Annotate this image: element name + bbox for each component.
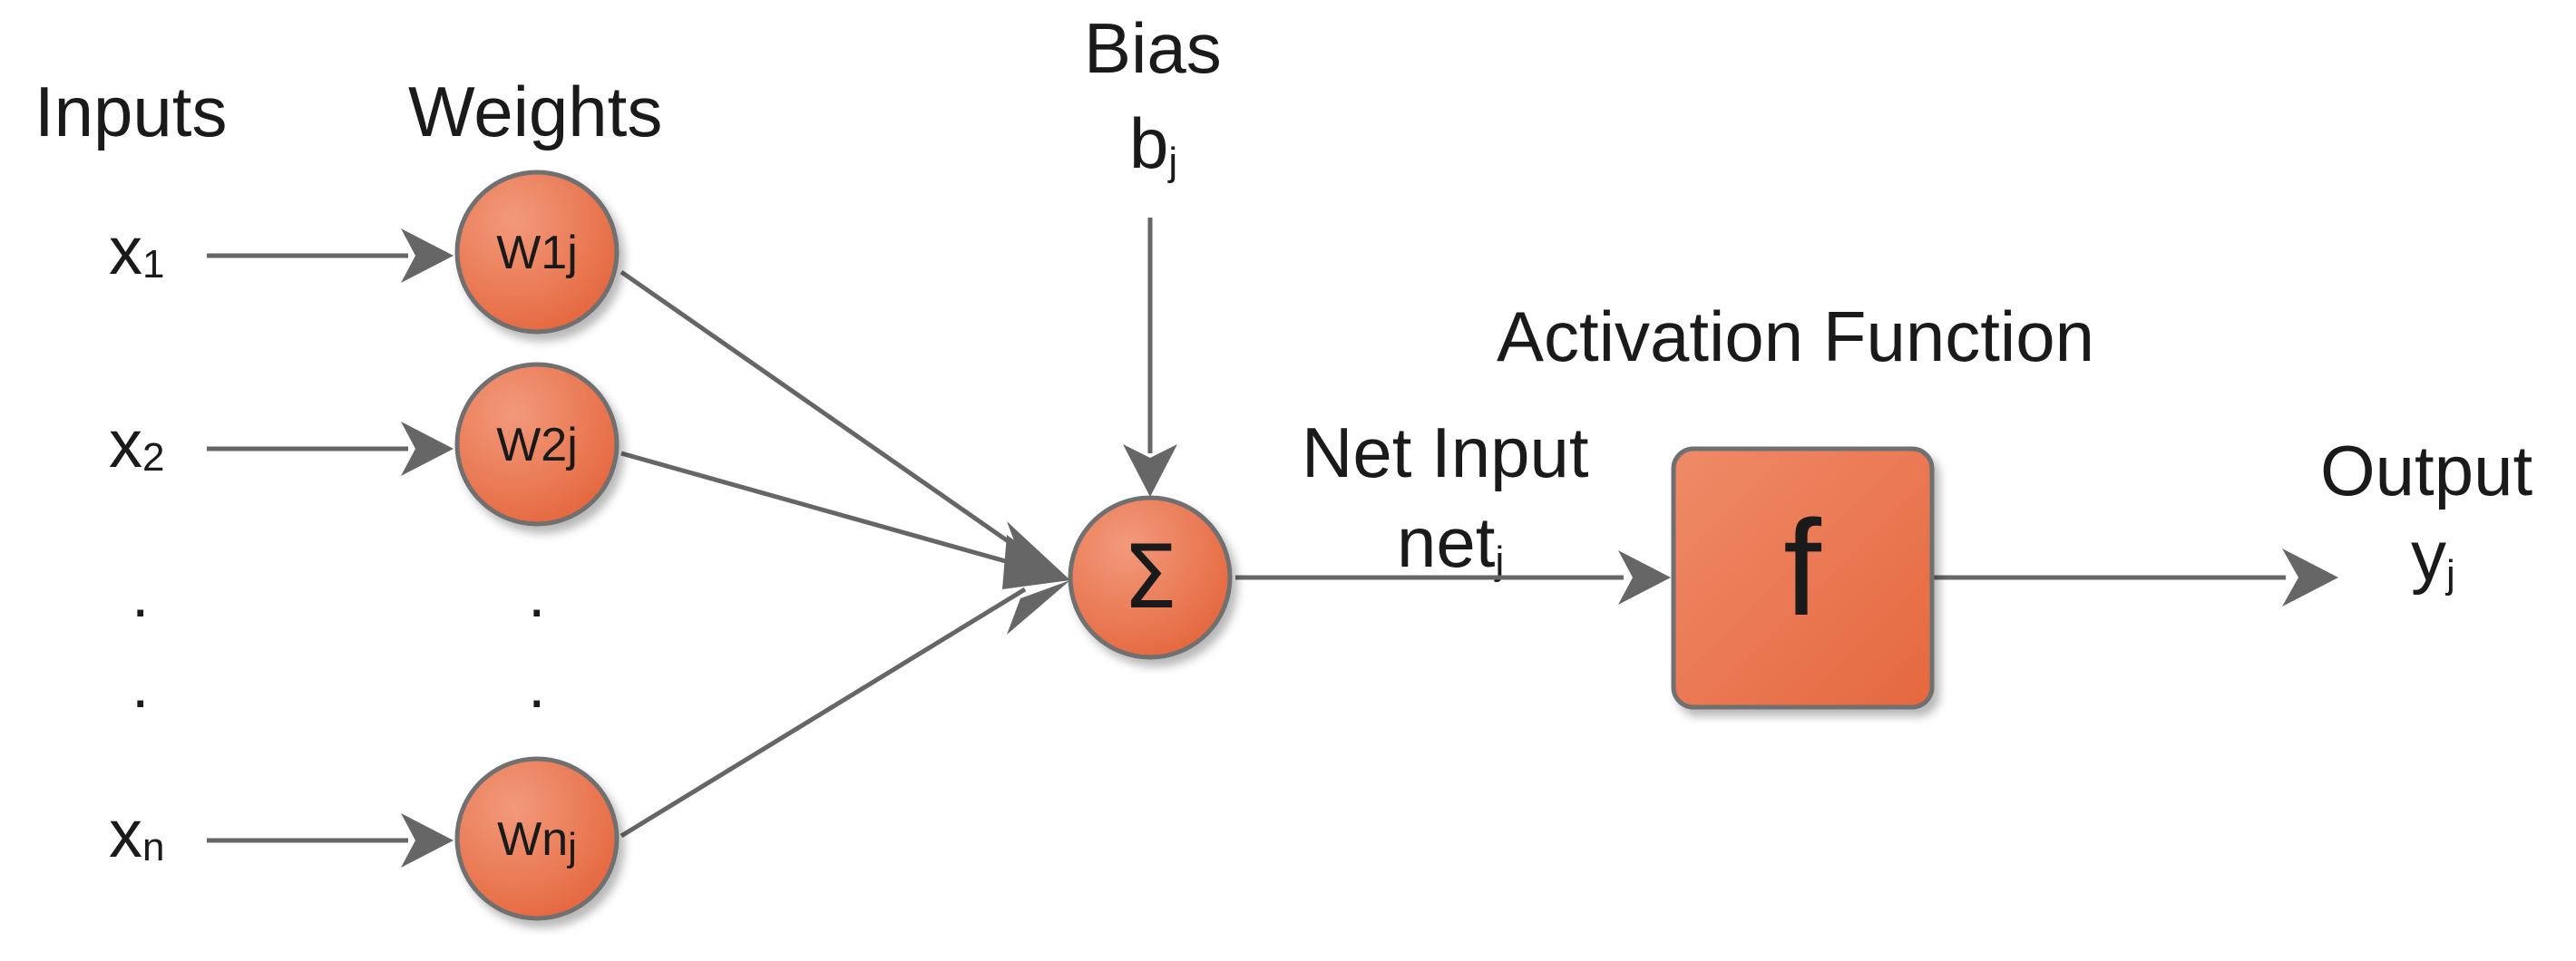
input-arrows — [207, 228, 454, 868]
input-x2: x2 — [109, 406, 164, 481]
input-ellipsis-dot-2: . — [132, 650, 149, 721]
weight-circle-w2 — [454, 362, 620, 527]
weight-circle-w1 — [454, 170, 620, 335]
weight-label-w1: W1j — [496, 227, 578, 279]
bias-symbol: bj — [1129, 103, 1177, 184]
input-x1: x1 — [109, 213, 164, 288]
weight-arrows — [620, 269, 1070, 839]
activation-rect — [1671, 446, 1935, 710]
net-arrow — [1235, 550, 1671, 605]
arrowhead-xn — [401, 813, 454, 868]
net-input-label: Net Input — [1302, 413, 1589, 492]
output-arrow — [1930, 548, 2338, 607]
output-label: Output — [2320, 431, 2532, 510]
weight-ellipsis-dot-1: . — [528, 559, 545, 630]
activation-label: Activation Function — [1497, 296, 2094, 376]
weight-node-w2 — [454, 362, 620, 527]
arrowhead-sum-top — [1007, 521, 1070, 580]
weight-node-wn — [454, 756, 620, 921]
sum-symbol: Σ — [1123, 527, 1178, 628]
weight-label-wn: Wnj — [497, 813, 577, 869]
net-symbol: netj — [1397, 502, 1504, 583]
arrow-w2-sum — [620, 451, 1026, 569]
bias-label: Bias — [1084, 8, 1222, 88]
net-arrowhead — [1618, 550, 1671, 605]
input-xn: xn — [109, 796, 164, 871]
bias-arrowhead — [1123, 444, 1177, 497]
arrowhead-x1 — [401, 228, 454, 283]
arrowhead-sum-bottom — [1007, 580, 1070, 635]
arrowhead-sum-mid — [1002, 535, 1070, 589]
arrowhead-x2 — [401, 422, 454, 476]
weight-circle-wn — [454, 756, 620, 921]
sum-node — [1068, 495, 1233, 660]
bias-arrow — [1123, 218, 1177, 497]
arrow-wn-sum — [620, 587, 1027, 839]
weight-node-w1 — [454, 170, 620, 335]
weight-label-w2: W2j — [496, 419, 578, 471]
activation-symbol: f — [1783, 491, 1821, 644]
inputs-label: Inputs — [34, 72, 227, 151]
sum-circle — [1068, 495, 1233, 660]
weight-ellipsis-dot-2: . — [528, 650, 545, 721]
arrow-w1-sum — [620, 269, 1027, 556]
activation-box — [1671, 446, 1935, 710]
weights-label: Weights — [408, 72, 662, 151]
output-symbol: yj — [2411, 516, 2455, 597]
output-arrowhead — [2282, 548, 2338, 607]
input-ellipsis-dot-1: . — [132, 559, 149, 630]
